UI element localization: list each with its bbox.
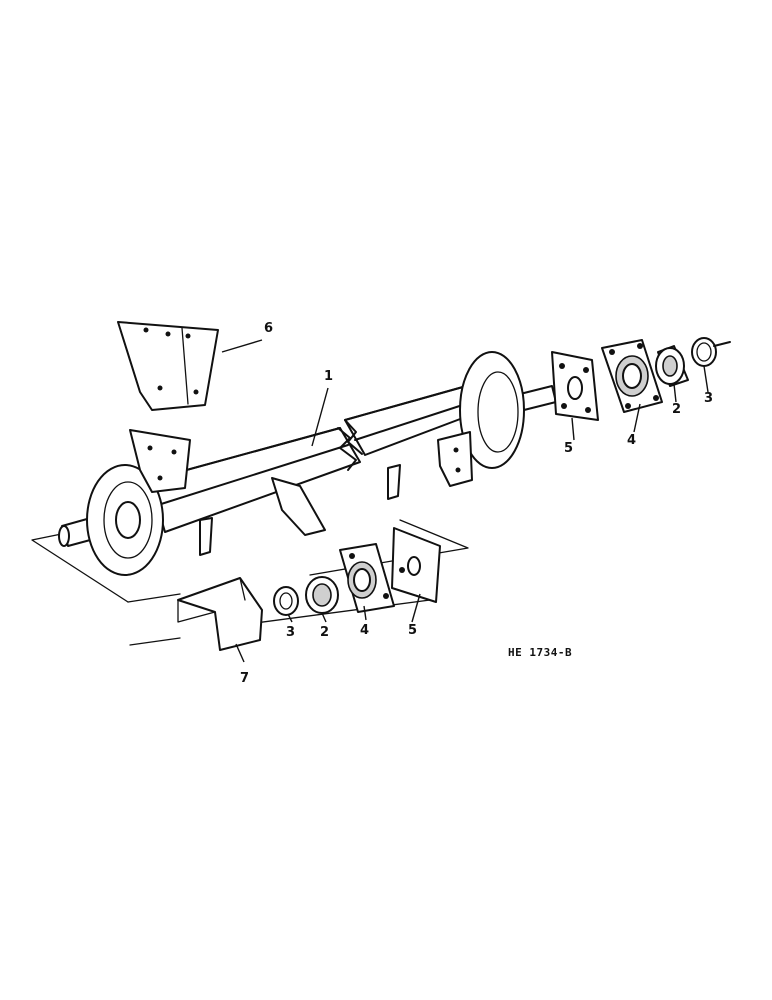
right-disk bbox=[459, 351, 525, 469]
lower-shield bbox=[177, 577, 263, 651]
lower-collar bbox=[273, 586, 299, 616]
callout-upper-bearing: 2 bbox=[672, 402, 682, 417]
callout-upper-plate: 5 bbox=[564, 441, 574, 456]
shaft-brackets bbox=[129, 429, 473, 556]
callout-lower-bearing: 2 bbox=[320, 625, 330, 640]
callout-lower-collar: 3 bbox=[286, 625, 296, 640]
lower-housing bbox=[339, 543, 395, 613]
callout-lower-plate: 5 bbox=[408, 623, 418, 638]
upper-plate bbox=[551, 351, 599, 421]
upper-housing bbox=[601, 339, 663, 413]
lower-plate bbox=[391, 527, 441, 603]
callout-upper-housing: 4 bbox=[627, 433, 637, 448]
upper-collar bbox=[691, 337, 731, 367]
top-shield bbox=[117, 321, 219, 411]
lower-bearing bbox=[305, 576, 339, 614]
drawing-reference-code: HE 1734-B bbox=[508, 646, 573, 659]
upper-bearing bbox=[655, 345, 689, 387]
callout-upper-collar: 3 bbox=[704, 391, 714, 406]
left-disk bbox=[86, 464, 164, 576]
callout-shaft: 1 bbox=[324, 369, 334, 384]
callout-lower-housing: 4 bbox=[360, 623, 370, 638]
callout-shield-bottom: 7 bbox=[240, 671, 250, 686]
callout-shield-top: 6 bbox=[264, 321, 274, 336]
leader-lines bbox=[221, 339, 709, 663]
